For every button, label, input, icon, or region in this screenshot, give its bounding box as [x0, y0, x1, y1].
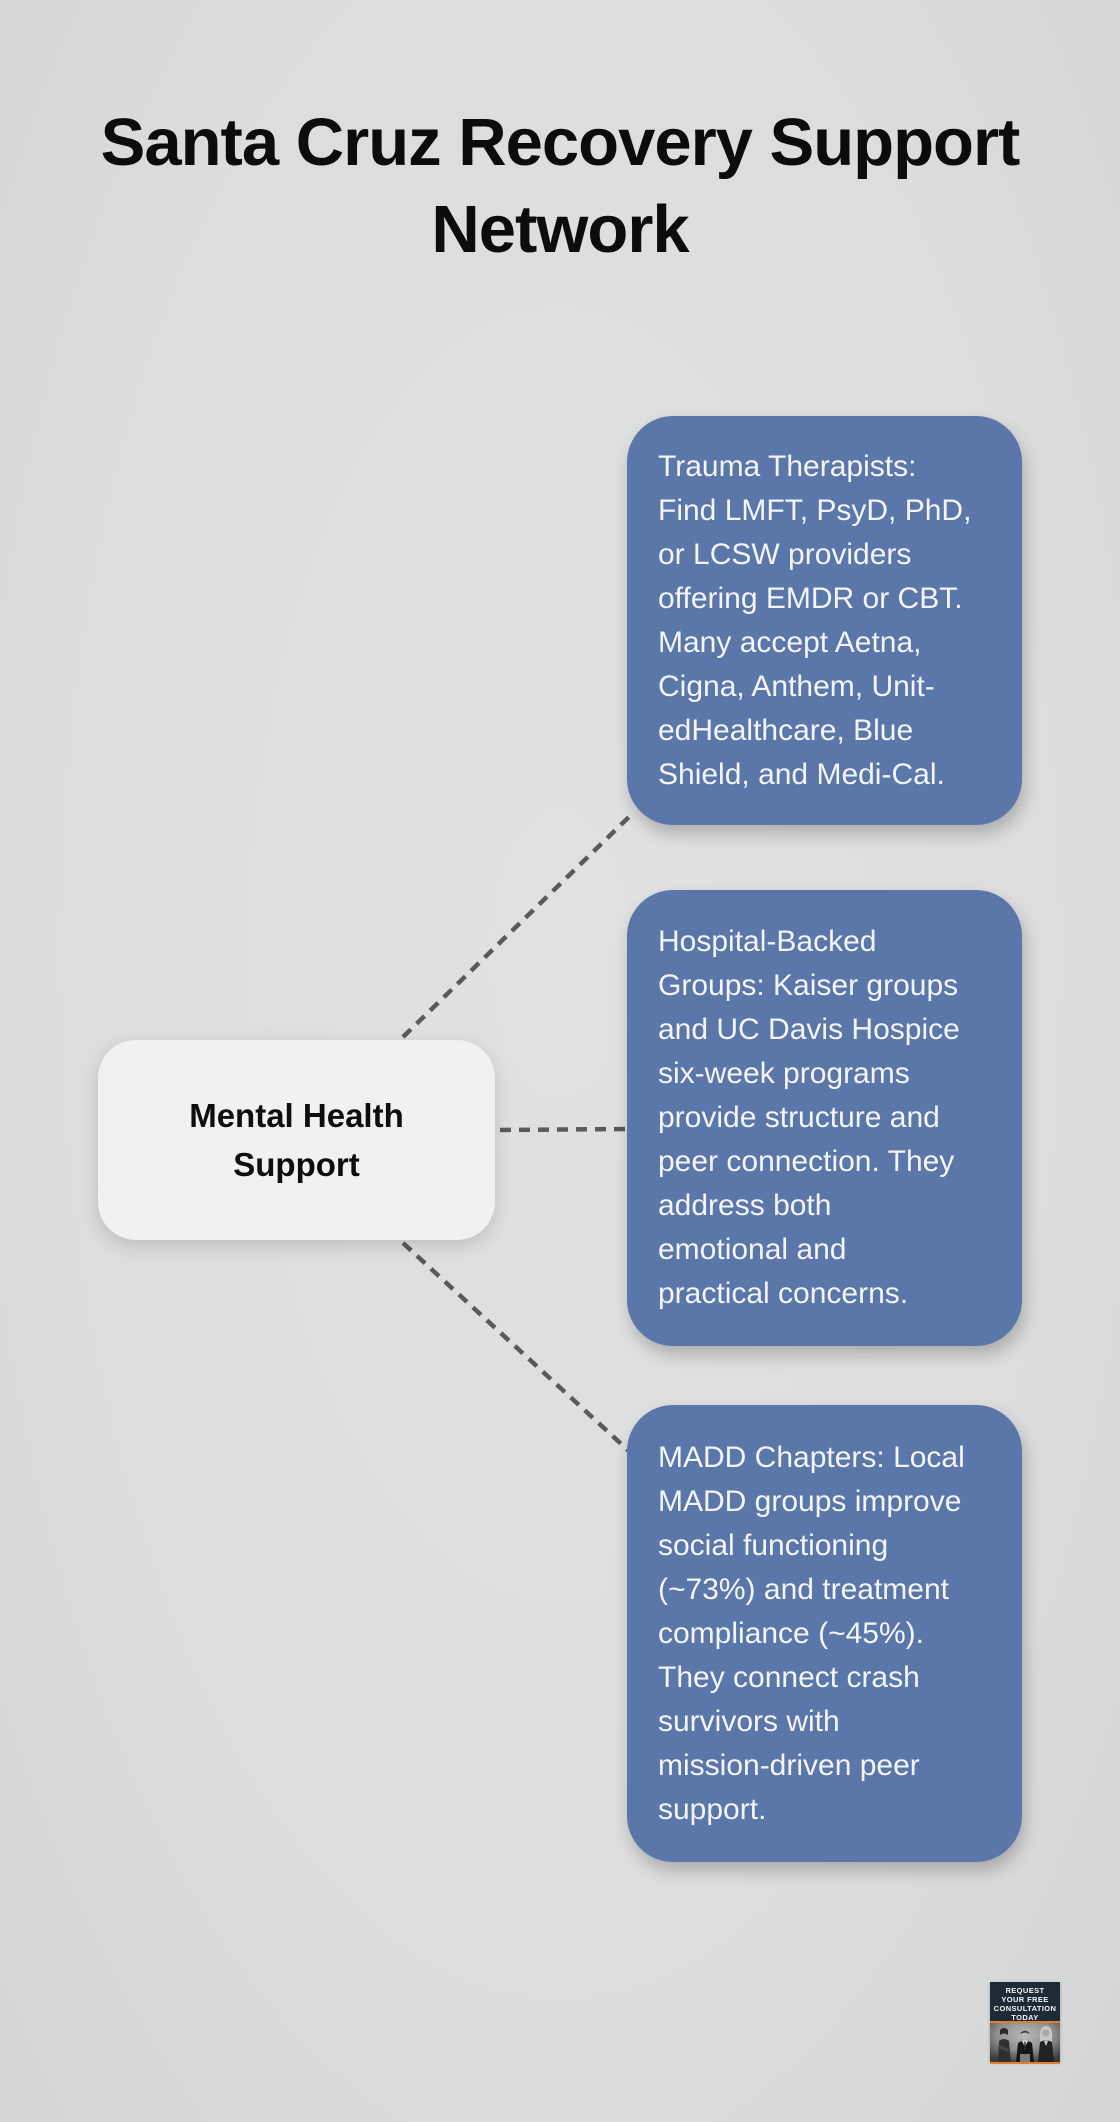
consultation-cta-badge[interactable]: REQUEST YOUR FREE CONSULTATION TODAY [990, 1982, 1060, 2064]
connector-line-middle [499, 1126, 627, 1133]
connector-line-top [401, 811, 635, 1039]
center-node-label: Mental Health Support [189, 1097, 404, 1183]
branch-node-hospital-backed-groups: Hospital-Backed Groups: Kaiser groups an… [627, 890, 1022, 1346]
page-title: Santa Cruz Recovery Support Network [100, 105, 1021, 267]
branch-label-madd-chapters: MADD Chapters: Local MADD groups improve… [658, 1440, 965, 1826]
branch-label-hospital-backed-groups: Hospital-Backed Groups: Kaiser groups an… [658, 925, 960, 1310]
photo-person-center [1016, 2030, 1034, 2062]
consultation-cta-text: REQUEST YOUR FREE CONSULTATION TODAY [993, 1986, 1057, 2022]
connector-line-bottom [401, 1241, 632, 1454]
badge-accent-line-top [990, 2021, 1060, 2023]
branch-node-madd-chapters: MADD Chapters: Local MADD groups improve… [627, 1405, 1022, 1862]
badge-accent-line-bottom [990, 2062, 1060, 2064]
branch-node-trauma-therapists: Trauma Therapists: Find LMFT, PsyD, PhD,… [627, 416, 1022, 825]
branch-label-trauma-therapists: Trauma Therapists: Find LMFT, PsyD, PhD,… [658, 449, 972, 791]
photo-person-right [1038, 2026, 1054, 2062]
consultation-people-photo [990, 2023, 1060, 2062]
center-node-mental-health-support: Mental Health Support [98, 1040, 495, 1240]
photo-person-left [998, 2028, 1011, 2062]
